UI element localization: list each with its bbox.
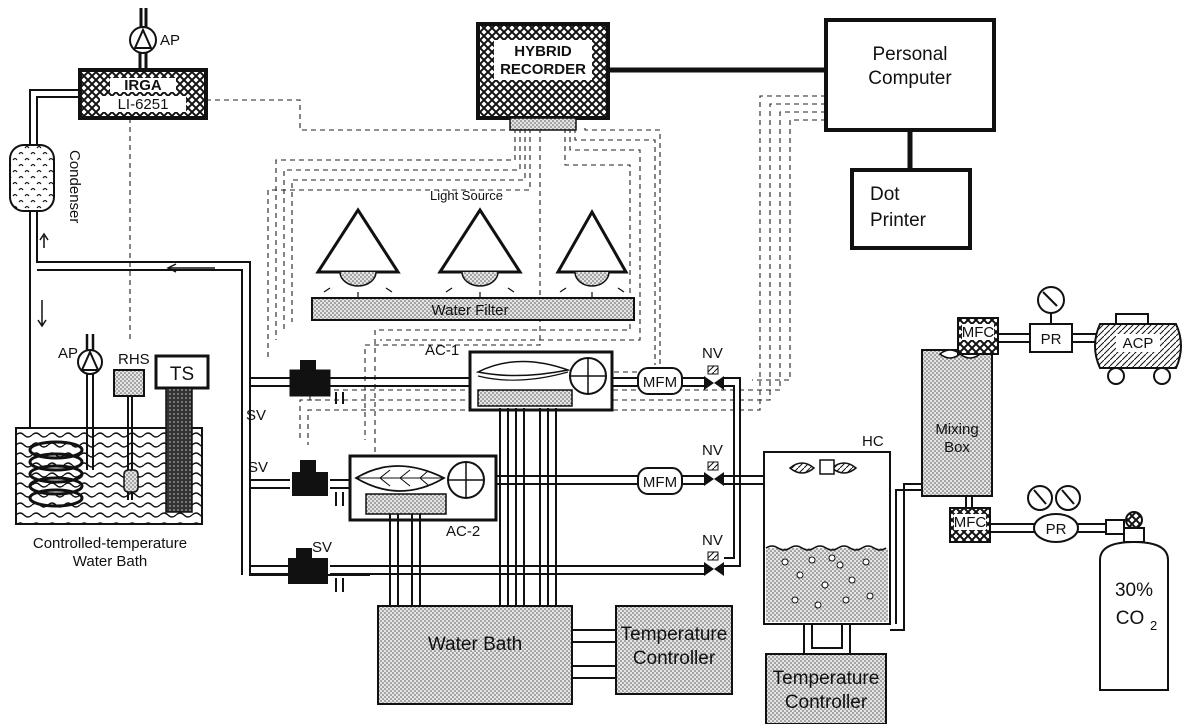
- ac1-label: AC-1: [425, 342, 459, 359]
- condenser: Condenser: [9, 144, 215, 328]
- mfc2-pr-pipe: [990, 523, 1036, 533]
- pc-label-1: Personal: [873, 44, 948, 65]
- tc2-label-2: Controller: [785, 692, 868, 713]
- hc-label: HC: [862, 433, 884, 450]
- co2-subscript: 2: [1150, 618, 1157, 633]
- sv3-label: SV: [312, 539, 332, 556]
- tc2-label-1: Temperature: [773, 668, 880, 689]
- nv3-label: NV: [702, 532, 723, 549]
- humidity-sensor: RHS: [113, 351, 150, 500]
- air-compressor: ACP: [1094, 313, 1182, 385]
- nv2-label: NV: [702, 442, 723, 459]
- co2-cylinder: 30% CO 2: [1099, 511, 1169, 691]
- temperature-sensor: TS: [154, 354, 210, 513]
- temperature-controller-2: Temperature Controller: [765, 653, 887, 724]
- sv1-label: SV: [246, 407, 266, 424]
- bath-left-label-1: Controlled-temperature: [33, 535, 187, 552]
- mfm2-label: MFM: [643, 474, 677, 491]
- mfm1-label: MFM: [643, 374, 677, 391]
- ap-bath-label: AP: [58, 345, 78, 362]
- mfc1-label: MFC: [962, 324, 995, 341]
- personal-computer: Personal Computer: [824, 18, 996, 132]
- humidifying-chamber: HC: [763, 433, 891, 654]
- nv1-label: NV: [702, 345, 723, 362]
- ts-label: TS: [170, 364, 194, 385]
- dot-printer: Dot Printer: [850, 168, 972, 250]
- ap-top-label: AP: [160, 32, 180, 49]
- signal-lines: [129, 95, 826, 455]
- sv2-label: SV: [248, 459, 268, 476]
- light-source: Light Source Water Filter: [311, 188, 635, 321]
- bath-controller-link: [571, 629, 617, 679]
- assimilation-chamber-2: AC-2: [348, 454, 498, 540]
- solenoid-valve-3: SV: [288, 539, 332, 584]
- condenser-label: Condenser: [66, 150, 83, 223]
- solenoid-valve-2: SV: [248, 459, 328, 496]
- mfc1-pr-pipe: [998, 333, 1030, 343]
- water-filter-label: Water Filter: [432, 302, 509, 319]
- irga-model: LI-6251: [118, 96, 169, 113]
- water-circulation-pipes: [389, 408, 557, 606]
- assimilation-chamber-1: AC-1: [425, 342, 614, 412]
- mfc-1: MFC: [957, 317, 999, 355]
- pr1-label: PR: [1041, 331, 1062, 348]
- needle-valve-1: NV: [702, 345, 724, 390]
- mfc2-label: MFC: [954, 514, 987, 531]
- lamp-3: [555, 208, 629, 298]
- hybrid-recorder: HYBRID RECORDER: [476, 22, 610, 131]
- hybrid-label-1: HYBRID: [514, 43, 572, 60]
- main-water-bath: Water Bath: [377, 605, 573, 705]
- acp-label: ACP: [1123, 335, 1154, 352]
- light-source-label: Light Source: [430, 188, 503, 203]
- water-bath-label: Water Bath: [428, 634, 522, 655]
- mass-flow-meter-2: MFM: [637, 467, 683, 495]
- pressure-regulator-2: PR: [1027, 485, 1106, 543]
- printer-label-1: Dot: [870, 184, 900, 205]
- mfc-2: MFC: [949, 496, 991, 543]
- bath-air-pump: AP: [58, 334, 103, 470]
- pr2-label: PR: [1046, 521, 1067, 538]
- tc1-label-1: Temperature: [621, 624, 728, 645]
- needle-valve-2: NV: [702, 442, 724, 486]
- pc-label-2: Computer: [868, 68, 952, 89]
- pressure-regulator-1: PR: [1029, 286, 1073, 353]
- mixing-label-2: Box: [944, 439, 970, 456]
- tc1-label-2: Controller: [633, 648, 716, 669]
- hybrid-label-2: RECORDER: [500, 61, 586, 78]
- co2-name-label: CO: [1116, 608, 1145, 629]
- co2-percent-label: 30%: [1115, 580, 1153, 601]
- lamp-1: [315, 207, 401, 298]
- solenoid-valve-1: SV: [246, 360, 331, 424]
- rhs-label: RHS: [118, 351, 150, 368]
- temperature-controller-1: Temperature Controller: [615, 605, 733, 695]
- irga-analyzer: IRGA LI-6251: [78, 68, 208, 120]
- mixing-label-1: Mixing: [935, 421, 978, 438]
- irga-title: IRGA: [124, 77, 162, 94]
- mass-flow-meter-1: MFM: [637, 367, 683, 395]
- needle-valve-3: NV: [702, 532, 724, 576]
- top-air-pump: AP: [129, 8, 180, 70]
- bath-left-label-2: Water Bath: [73, 553, 147, 570]
- hc-mixing-pipe: [890, 483, 922, 631]
- mixing-box: Mixing Box: [921, 349, 993, 497]
- ac2-label: AC-2: [446, 523, 480, 540]
- lamp-2: [437, 207, 523, 298]
- printer-label-2: Printer: [870, 210, 927, 231]
